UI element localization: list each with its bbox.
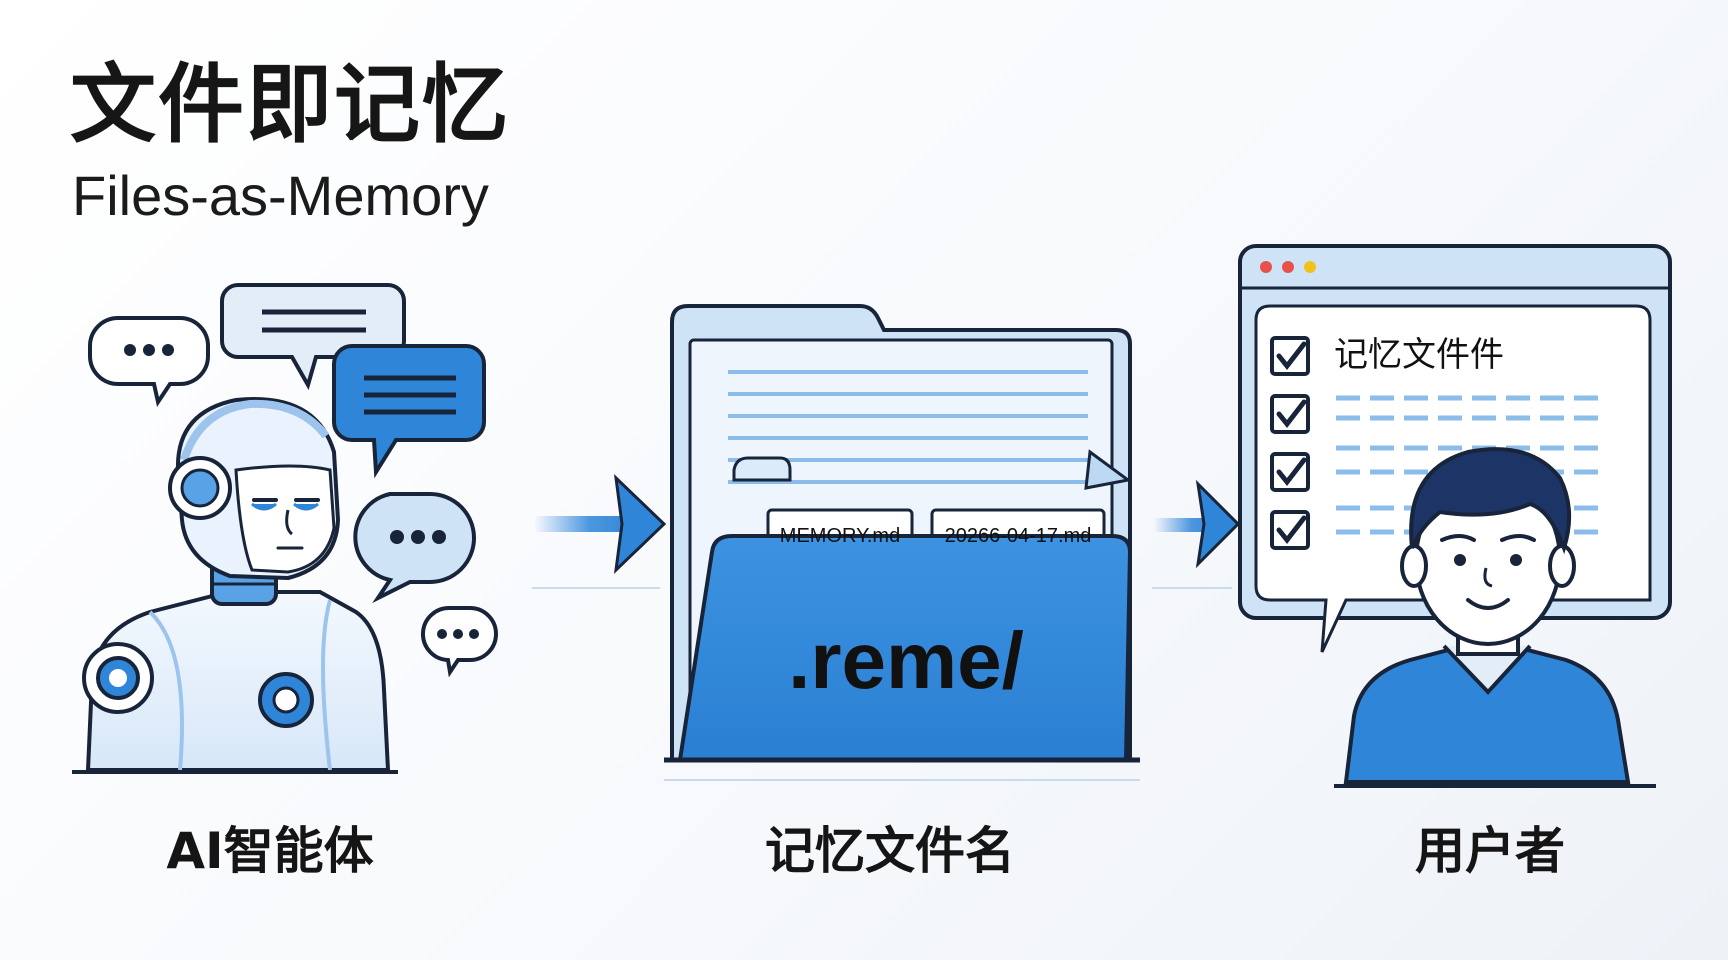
robot-icon (82, 397, 391, 772)
flow-arrow-right-icon (1152, 479, 1241, 589)
checkbox-checked-icon (1270, 394, 1310, 434)
ai-agent-illustration (72, 283, 498, 774)
checkbox-checked-icon (1270, 510, 1310, 550)
folder-label: .reme/ (788, 616, 1024, 705)
flow-arrow-right-icon (532, 473, 667, 589)
speech-bubble-tiny-icon (421, 605, 498, 678)
agent-caption: AI智能体 (166, 822, 374, 880)
speech-bubble-lines-icon (220, 283, 406, 391)
window-maximize-icon (1304, 261, 1316, 273)
user-illustration (1238, 244, 1672, 788)
document-lines (728, 370, 1088, 484)
page-title: 文件即记忆 (70, 55, 510, 155)
window-close-icon (1260, 261, 1272, 273)
speech-bubble-dots-icon (353, 492, 476, 604)
memory-folder-icon (664, 304, 1140, 781)
window-heading: 记忆文件件 (1334, 335, 1504, 375)
memory-caption: 记忆文件名 (765, 822, 1015, 880)
checkbox-checked-icon (1270, 452, 1310, 492)
page-subtitle: Files-as-Memory (72, 164, 489, 227)
speech-bubble-small-icon (88, 316, 210, 408)
memory-file-name: MEMORY.md (780, 525, 900, 547)
checklist (1270, 336, 1310, 550)
user-caption: 用户者 (1415, 822, 1565, 880)
person-avatar-icon (1343, 447, 1631, 784)
window-minimize-icon (1282, 261, 1294, 273)
checkbox-checked-icon (1270, 336, 1310, 376)
daily-log-file-name: 20266-04-17.md (945, 525, 1092, 547)
speech-bubble-filled-icon (332, 344, 486, 479)
